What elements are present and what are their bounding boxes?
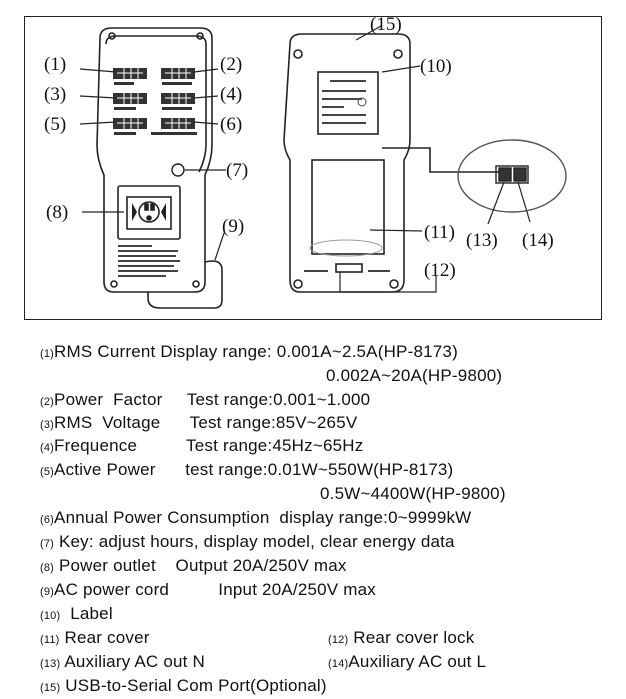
spec-item-7: (7) Key: adjust hours, display model, cl… xyxy=(40,532,455,551)
callout-6: (6) xyxy=(220,114,242,135)
callout-13: (13) xyxy=(466,230,498,251)
callout-9: (9) xyxy=(222,216,244,237)
spec-item-1: (1)RMS Current Display range: 0.001A~2.5… xyxy=(40,342,458,361)
spec-item-1-cont: 0.002A~20A(HP-9800) xyxy=(326,366,503,385)
figure-frame xyxy=(24,16,602,320)
callout-3: (3) xyxy=(44,84,66,105)
callout-2: (2) xyxy=(220,54,242,75)
callout-15: (15) xyxy=(370,14,402,35)
callout-1: (1) xyxy=(44,54,66,75)
rear-device xyxy=(283,33,508,293)
spec-item-6: (6)Annual Power Consumption display rang… xyxy=(40,508,472,527)
ac-power-cord xyxy=(147,260,223,309)
callout-5: (5) xyxy=(44,114,66,135)
callout-4: (4) xyxy=(220,84,242,105)
spec-item-8: (8) Power outlet Output 20A/250V max xyxy=(40,556,347,575)
spec-item-15: (15) USB-to-Serial Com Port(Optional) xyxy=(40,676,327,695)
spec-item-10: (10) Label xyxy=(40,604,113,623)
spec-item-14: (14)Auxiliary AC out L xyxy=(328,652,487,671)
callout-10: (10) xyxy=(420,56,452,77)
cover-lock-highlight xyxy=(309,239,383,257)
power-outlet xyxy=(117,185,181,240)
callout-labels: (1) (2) (3) (4) (5) (6) (7) (8) (9) (10)… xyxy=(44,14,554,281)
aux-output-detail xyxy=(457,139,567,213)
leader-lines xyxy=(79,25,531,293)
spec-item-3: (3)RMS Voltage Test range:85V~265V xyxy=(40,413,358,432)
callout-11: (11) xyxy=(424,222,455,243)
callout-14: (14) xyxy=(522,230,554,251)
lcd-displays xyxy=(113,68,197,135)
spec-item-5: (5)Active Power test range:0.01W~550W(HP… xyxy=(40,460,454,479)
spec-item-13: (13) Auxiliary AC out N xyxy=(40,652,205,671)
device-diagram: (1) (2) (3) (4) (5) (6) (7) (8) (9) (10)… xyxy=(44,14,567,309)
key-button xyxy=(171,163,185,177)
spec-item-11: (11) Rear cover xyxy=(40,628,150,647)
spec-item-12: (12) Rear cover lock xyxy=(328,628,475,647)
callout-7: (7) xyxy=(226,160,248,181)
spec-item-5-cont: 0.5W~4400W(HP-9800) xyxy=(320,484,506,503)
spec-item-4: (4)Frequence Test range:45Hz~65Hz xyxy=(40,436,364,455)
callout-8: (8) xyxy=(46,202,68,223)
rear-label-lines xyxy=(304,80,390,272)
front-spec-lines xyxy=(118,245,180,277)
callout-12: (12) xyxy=(424,260,456,281)
spec-item-9: (9)AC power cord Input 20A/250V max xyxy=(40,580,376,599)
front-device xyxy=(96,27,213,293)
spec-item-2: (2)Power Factor Test range:0.001~1.000 xyxy=(40,390,371,409)
